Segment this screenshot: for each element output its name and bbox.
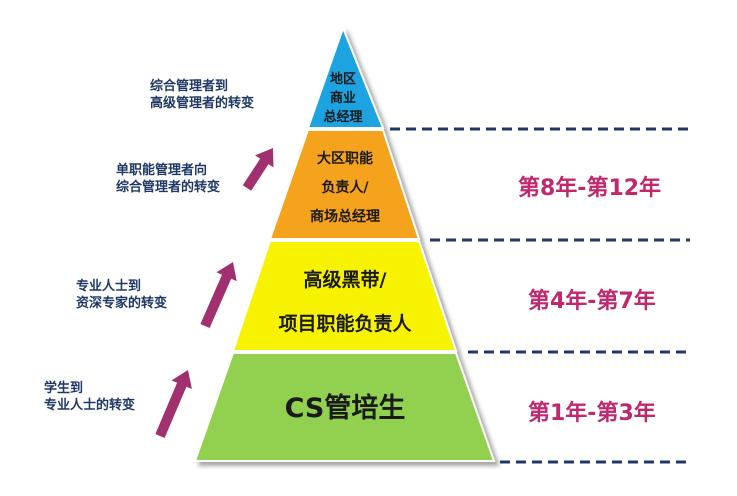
tier-text-senior-black-belt: 高级黑带/ 项目职能负责人 xyxy=(278,269,412,335)
up-arrow-icon-2 xyxy=(200,262,237,328)
transition-label-professional: 学生到 专业人士的转变 xyxy=(44,381,136,413)
transition-label-comprehensive: 单职能管理者向 综合管理者的转变 xyxy=(116,163,221,195)
tier-text-regional-gm: 地区 商业 总经理 xyxy=(323,72,363,125)
up-arrow-icon-3 xyxy=(155,370,192,438)
years-label-8-12: 第8年-第12年 xyxy=(518,176,662,201)
transition-label-expert: 专业人士到 资深专家的转变 xyxy=(76,279,168,311)
tier-regional-gm xyxy=(306,25,385,129)
tier-text-cs-trainee: CS管培生 xyxy=(284,393,406,424)
tier-text-regional-function-head: 大区职能 负责人/ 商场总经理 xyxy=(310,151,380,225)
tier-cs-trainee xyxy=(193,352,496,462)
years-label-1-3: 第1年-第3年 xyxy=(528,401,656,426)
years-label-4-7: 第4年-第7年 xyxy=(528,289,656,314)
up-arrow-icon-1 xyxy=(242,148,274,191)
transition-label-senior: 综合管理者到 高级管理者的转变 xyxy=(150,79,255,111)
tier-senior-black-belt xyxy=(231,240,458,352)
tier-regional-function-head xyxy=(268,129,421,240)
